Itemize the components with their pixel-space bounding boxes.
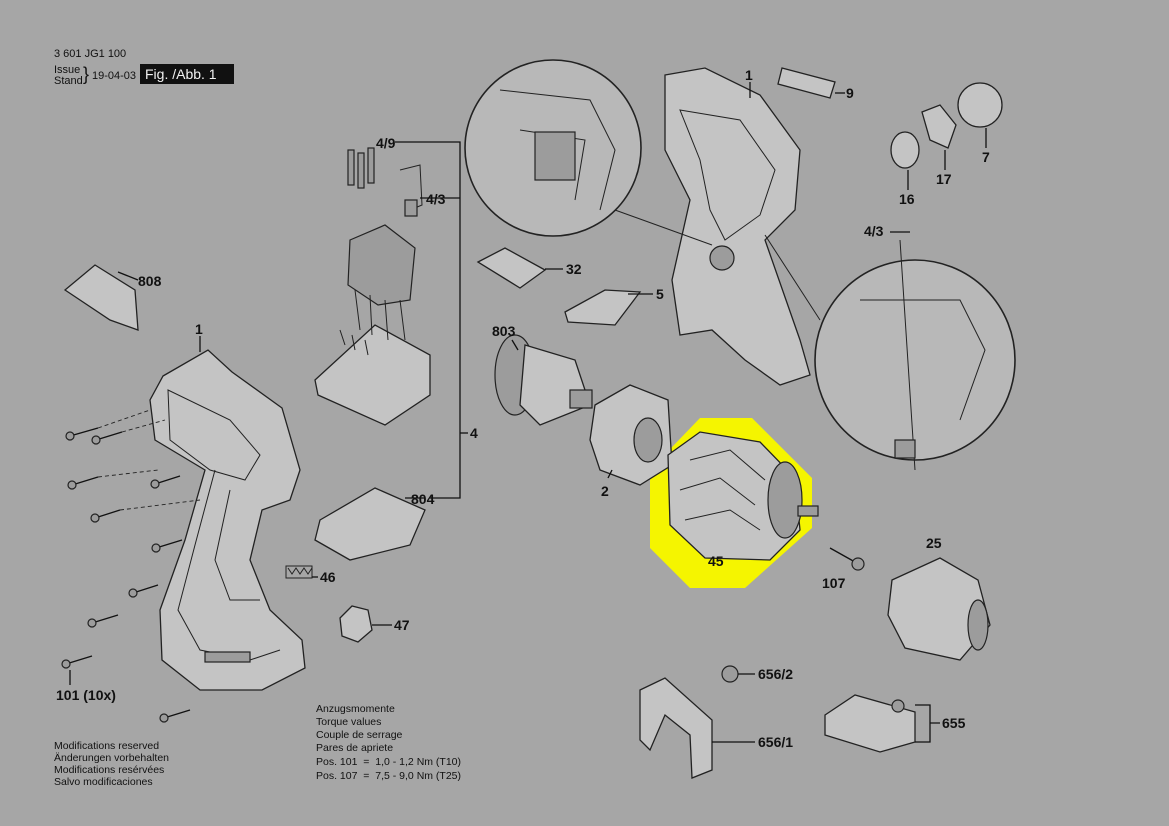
callout-107: 107 — [822, 575, 846, 591]
bracket-17 — [921, 104, 957, 149]
torque-title-es: Pares de apriete — [316, 742, 394, 754]
housing-left-half — [149, 349, 306, 691]
detail-circle-top — [464, 59, 713, 246]
brace: } — [83, 64, 90, 84]
callout-32: 32 — [566, 261, 582, 277]
callout-17: 17 — [936, 171, 952, 187]
clip-656-1 — [639, 677, 713, 779]
knob-47 — [339, 605, 373, 643]
issue-label: Issue — [54, 64, 81, 76]
callout-5: 5 — [656, 286, 664, 302]
modifications-es: Salvo modificaciones — [54, 776, 153, 788]
callout-101: 101 (10x) — [56, 687, 116, 703]
modifications-en: Modifications reserved — [54, 740, 160, 752]
figure-label: Fig. /Abb. 1 — [140, 64, 234, 84]
detail-circle-right — [764, 234, 1016, 471]
callout-803: 803 — [492, 323, 516, 339]
callout-46: 46 — [320, 569, 336, 585]
issue-date: 19-04-03 — [92, 70, 137, 82]
torque-title-en: Torque values — [316, 716, 382, 728]
torque-pos-101: Pos. 101 = 1,0 - 1,2 Nm (T10) — [316, 756, 462, 768]
slider-5 — [564, 289, 642, 326]
callout-804: 804 — [411, 491, 435, 507]
spring-46 — [285, 565, 313, 579]
switch-cap-32 — [476, 247, 547, 289]
torque-title-fr: Couple de serrage — [316, 729, 403, 741]
motor-803 — [494, 334, 593, 426]
callout-808: 808 — [138, 273, 162, 289]
gearbox-45 — [667, 431, 819, 561]
stand-label: Stand — [54, 75, 83, 87]
callout-7: 7 — [982, 149, 990, 165]
strip-9 — [777, 67, 836, 99]
gear-housing-2 — [589, 384, 673, 486]
callout-2: 2 — [601, 483, 609, 499]
callout-16: 16 — [899, 191, 915, 207]
leader-lines — [69, 82, 987, 743]
modifications-de: Änderungen vorbehalten — [54, 752, 170, 764]
torque-pos-107: Pos. 107 = 7,5 - 9,0 Nm (T25) — [316, 770, 462, 782]
torque-title-de: Anzugsmomente — [316, 703, 395, 715]
part-number: 3 601 JG1 100 — [54, 48, 127, 60]
housing-right-half — [664, 67, 811, 386]
chuck-25 — [887, 557, 991, 661]
screw-set-101 — [61, 409, 201, 723]
label-sheet-808 — [63, 264, 139, 331]
callout-656-1: 656/1 — [758, 734, 793, 750]
callout-655: 655 — [942, 715, 966, 731]
callout-25: 25 — [926, 535, 942, 551]
callout-47: 47 — [394, 617, 410, 633]
disc-16 — [890, 131, 920, 169]
electronics-module-4 — [314, 147, 431, 426]
callout-45: 45 — [708, 553, 724, 569]
callout-1-top: 1 — [745, 67, 753, 83]
screw-107 — [829, 547, 865, 571]
board-804 — [314, 487, 426, 561]
callout-4: 4 — [470, 425, 478, 441]
screw-656-2 — [721, 665, 739, 683]
modifications-fr: Modifications resérvées — [54, 764, 165, 776]
callout-4-9: 4/9 — [376, 135, 396, 151]
callout-656-2: 656/2 — [758, 666, 793, 682]
callout-4-3-right: 4/3 — [864, 223, 884, 239]
callout-1-left: 1 — [195, 321, 203, 337]
callout-9: 9 — [846, 85, 854, 101]
screw-655 — [891, 699, 905, 713]
callout-4-3-left: 4/3 — [426, 191, 446, 207]
cap-7 — [957, 82, 1003, 128]
